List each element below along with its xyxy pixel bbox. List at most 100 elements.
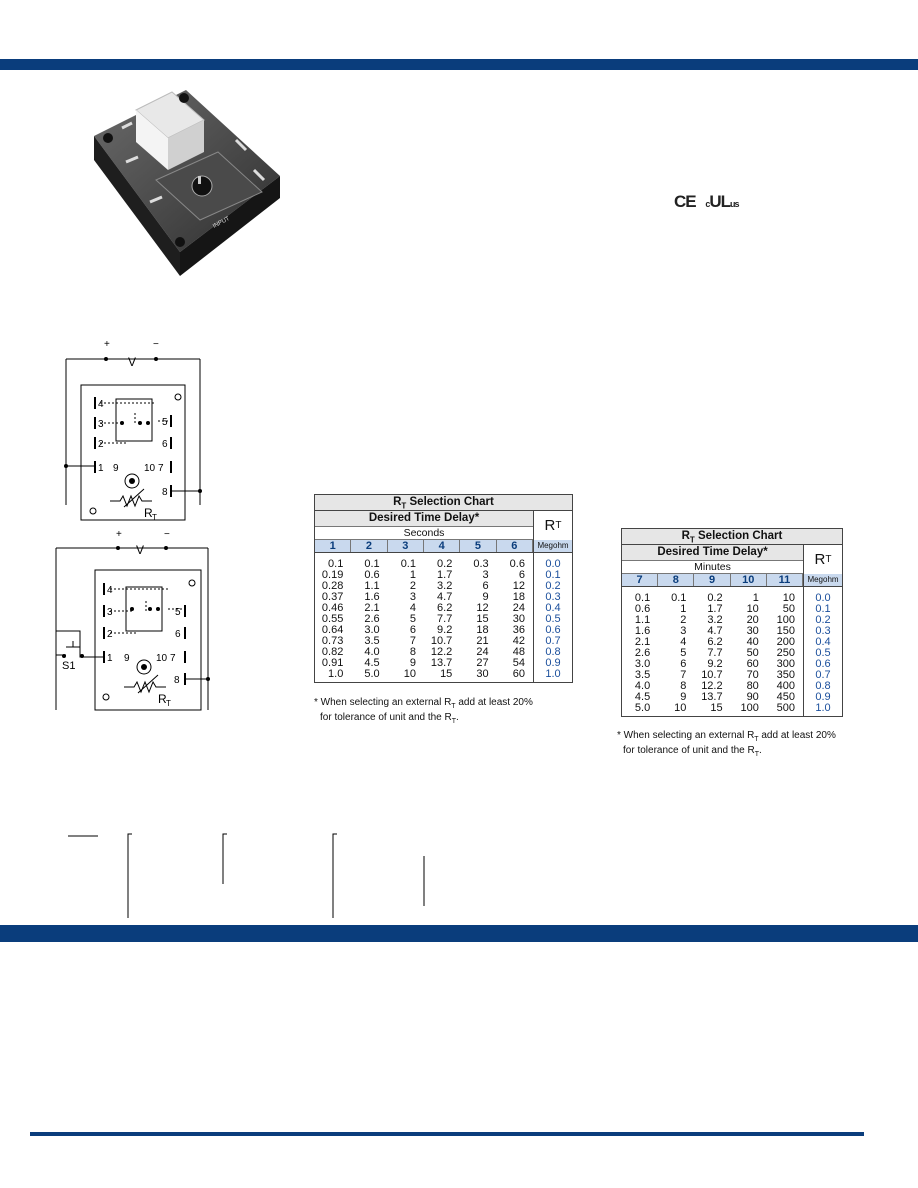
rt-value-cell: 1.0 — [545, 668, 561, 680]
table-cell: 15 — [710, 702, 723, 714]
svg-text:R: R — [158, 692, 167, 706]
table-cell: 4.5 — [364, 657, 380, 669]
rt-value-cell: 0.6 — [545, 624, 561, 636]
column-header: 7 — [622, 574, 659, 586]
table-cell: 4.0 — [364, 646, 380, 658]
table-cell: 2 — [680, 614, 687, 626]
svg-text:9: 9 — [113, 463, 119, 474]
table-cell: 18 — [512, 591, 525, 603]
chart-title: RT Selection Chart — [622, 529, 842, 545]
table-cell: 2.6 — [634, 647, 651, 659]
column-header: 5 — [460, 540, 497, 552]
svg-text:1: 1 — [107, 653, 113, 664]
table-cell: 10 — [403, 668, 416, 680]
table-cell: 9.2 — [707, 658, 723, 670]
table-cell: 6 — [518, 569, 525, 581]
table-cell: 450 — [776, 691, 796, 703]
table-cell: 7.7 — [437, 613, 453, 625]
column-header: 3 — [388, 540, 424, 552]
table-cell: 3.0 — [634, 658, 651, 670]
table-cell: 10 — [746, 603, 759, 615]
switch-s1-label: S1 — [62, 660, 75, 672]
table-cell: 350 — [776, 669, 796, 681]
table-cell: 1.7 — [437, 569, 453, 581]
table-cell: 4.0 — [634, 680, 651, 692]
chart-title: RT Selection Chart — [315, 495, 572, 511]
megohm-label: Megohm — [534, 540, 572, 552]
top-band — [0, 59, 918, 70]
table-cell: 1.6 — [364, 591, 380, 603]
table-cell: 0.6 — [634, 603, 651, 615]
svg-text:10: 10 — [144, 463, 156, 474]
rt-value-cell: 0.4 — [545, 602, 561, 614]
table-cell: 0.1 — [671, 592, 687, 604]
table-cell: 21 — [476, 635, 489, 647]
middle-band — [0, 925, 918, 942]
diagram2-voltage: V — [136, 543, 144, 557]
diagram2-minus: − — [164, 529, 170, 540]
rt-value-cell: 0.9 — [545, 657, 561, 669]
svg-text:2: 2 — [98, 439, 104, 450]
column-header: 6 — [497, 540, 533, 552]
table-cell: 4.7 — [707, 625, 723, 637]
table-cell: 4 — [409, 602, 416, 614]
rt-value-cell: 0.2 — [545, 580, 561, 592]
svg-text:3: 3 — [107, 607, 113, 618]
table-cell: 7.7 — [707, 647, 723, 659]
table-cell: 3 — [482, 569, 489, 581]
column-header: 11 — [767, 574, 804, 586]
table-cell: 12.2 — [701, 680, 723, 692]
table-cell: 100 — [776, 614, 796, 626]
table-cell: 0.1 — [400, 558, 416, 570]
table-footnote-seconds: * When selecting an external RT add at l… — [314, 697, 533, 725]
table-cell: 3.5 — [634, 669, 651, 681]
desired-time-delay-header: Desired Time Delay* — [315, 511, 533, 527]
table-cell: 3 — [680, 625, 687, 637]
table-cell: 15 — [476, 613, 489, 625]
table-cell: 0.82 — [321, 646, 344, 658]
column-header: 1 — [315, 540, 352, 552]
table-cell: 12.2 — [430, 646, 453, 658]
table-cell: 6 — [409, 624, 416, 636]
svg-text:5: 5 — [175, 607, 181, 618]
table-cell: 4 — [680, 636, 687, 648]
rt-value-cell: 0.1 — [545, 569, 561, 581]
table-cell: 36 — [512, 624, 525, 636]
table-cell: 50 — [782, 603, 796, 615]
table-cell: 250 — [776, 647, 796, 659]
svg-text:4: 4 — [98, 399, 104, 410]
table-cell: 70 — [746, 669, 759, 681]
table-cell: 0.91 — [321, 657, 344, 669]
rt-value-cell: 0.6 — [815, 658, 831, 670]
table-cell: 1.0 — [328, 668, 344, 680]
table-cell: 2.1 — [634, 636, 651, 648]
svg-text:8: 8 — [174, 675, 180, 686]
table-cell: 5 — [409, 613, 416, 625]
svg-text:4: 4 — [107, 585, 113, 596]
svg-text:7: 7 — [158, 463, 164, 474]
rt-selection-chart-minutes: RT Selection Chart Desired Time Delay* M… — [621, 528, 843, 717]
unit-label: Minutes — [622, 561, 803, 574]
svg-text:7: 7 — [170, 653, 176, 664]
table-cell: 60 — [512, 668, 525, 680]
table-cell: 7 — [409, 635, 416, 647]
table-cell: 10.7 — [430, 635, 453, 647]
rt-value-cell: 0.1 — [815, 603, 831, 615]
table-cell: 500 — [776, 702, 796, 714]
column-header: 8 — [658, 574, 695, 586]
table-cell: 0.19 — [321, 569, 344, 581]
table-cell: 0.1 — [634, 592, 651, 604]
table-cell: 13.7 — [430, 657, 453, 669]
svg-text:6: 6 — [175, 629, 181, 640]
ul-mark-icon: cULus — [705, 192, 739, 211]
